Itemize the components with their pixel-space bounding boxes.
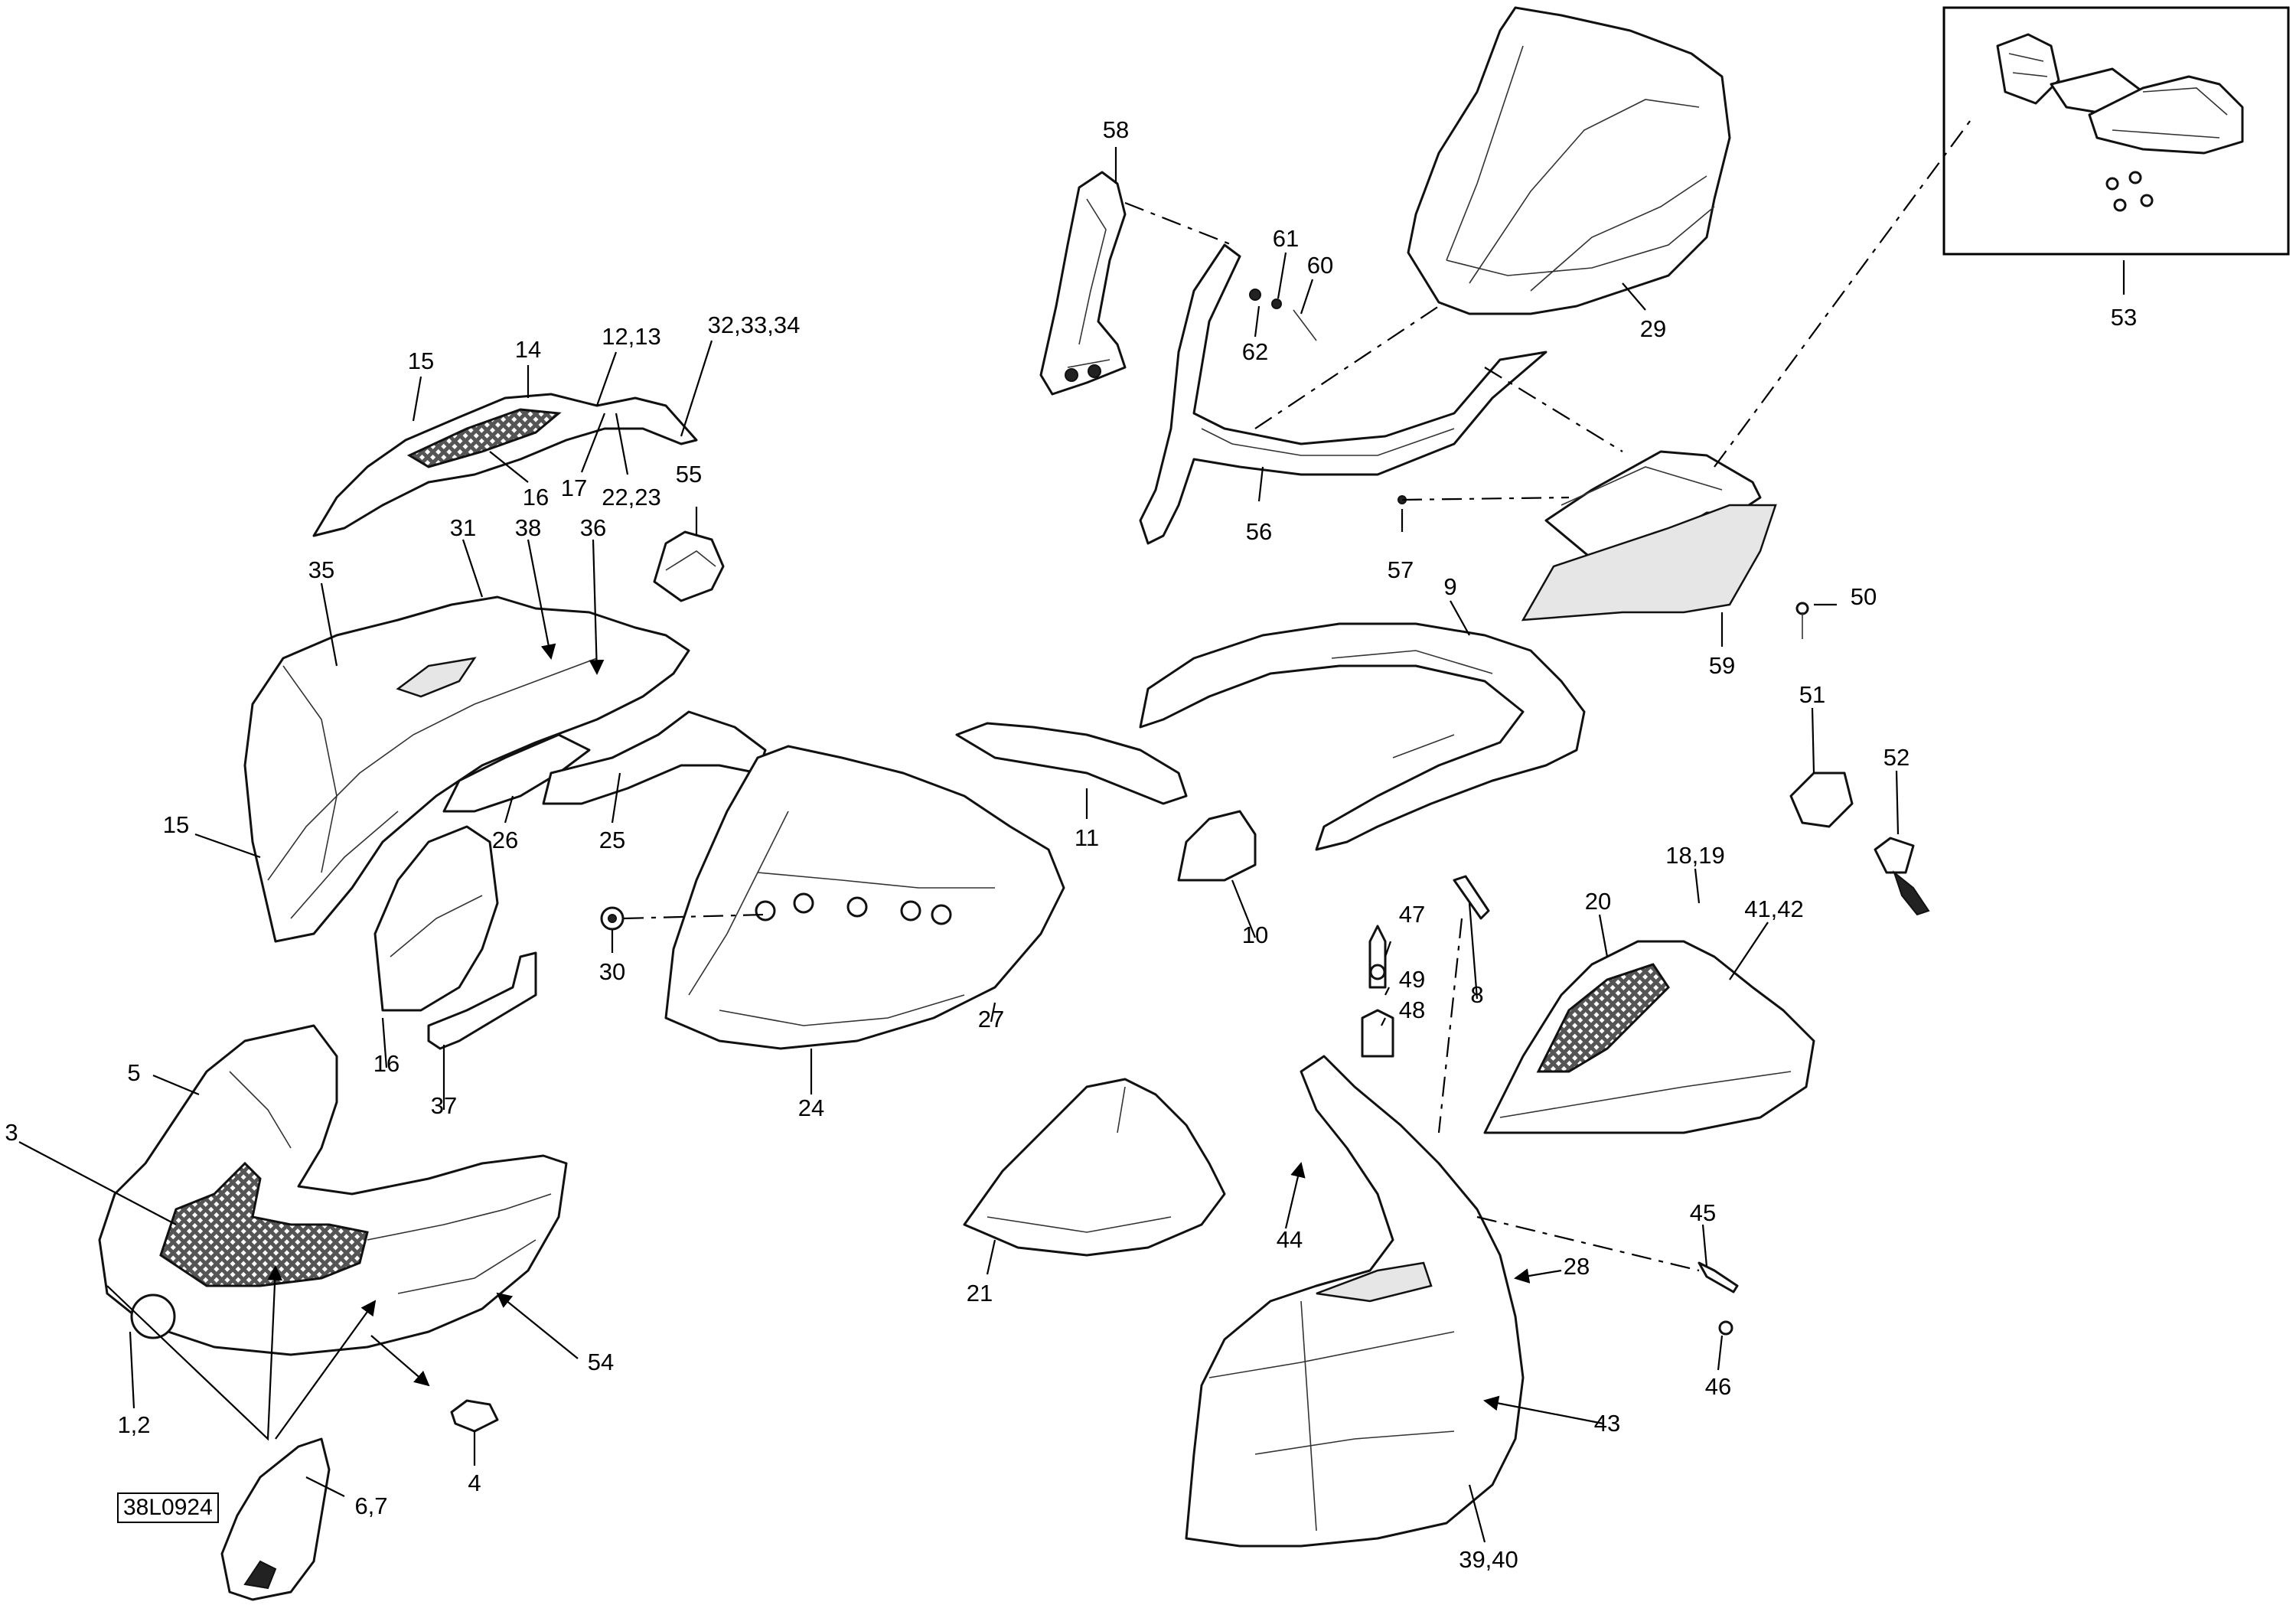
center-console (664, 745, 1065, 1050)
reference-code-label: 38L0924 (117, 1492, 219, 1523)
windshield-support (1139, 243, 1548, 545)
bracket-left (1039, 171, 1127, 396)
callout-10: 10 (1242, 922, 1268, 948)
leader-lines (18, 114, 2125, 1543)
callout-38: 38 (515, 514, 541, 541)
upper-vent-panel (312, 393, 698, 537)
callout-46: 46 (1705, 1373, 1731, 1400)
callout-56: 56 (1246, 518, 1272, 545)
callout-59: 59 (1709, 652, 1735, 679)
inner-panel-left (373, 825, 537, 1050)
callout-16-top: 16 (523, 484, 549, 511)
callout-4: 4 (468, 1470, 481, 1496)
side-panel-left (243, 595, 690, 943)
callout-26: 26 (492, 827, 518, 853)
callout-8: 8 (1470, 981, 1483, 1008)
callout-45: 45 (1690, 1199, 1716, 1226)
callout-43: 43 (1594, 1410, 1620, 1437)
inset-detail-box (1942, 6, 2290, 256)
callout-12-13: 12,13 (602, 323, 661, 350)
side-panel-21 (963, 1078, 1226, 1257)
callout-22-23: 22,23 (602, 484, 661, 511)
clip-part-4 (450, 1399, 499, 1433)
callout-52: 52 (1883, 744, 1910, 771)
callout-labels: 58 61 60 62 29 53 15 14 12,13 32,33,34 1… (5, 116, 2137, 1573)
lower-trim-6-7 (220, 1437, 331, 1601)
front-hood (98, 1024, 568, 1356)
callout-48: 48 (1399, 997, 1425, 1023)
callout-44: 44 (1277, 1226, 1303, 1253)
callout-3: 3 (5, 1119, 18, 1146)
trim-piece-11 (955, 722, 1188, 805)
callout-54: 54 (588, 1349, 614, 1375)
callout-61: 61 (1273, 225, 1299, 252)
callout-41-42: 41,42 (1744, 895, 1804, 922)
callout-18-19: 18,19 (1665, 842, 1725, 869)
callout-20: 20 (1585, 888, 1611, 915)
callout-5: 5 (127, 1059, 140, 1086)
callout-57: 57 (1388, 556, 1414, 583)
callout-49: 49 (1399, 966, 1425, 993)
callout-11: 11 (1075, 824, 1099, 851)
callout-21: 21 (967, 1280, 993, 1306)
callout-36: 36 (580, 514, 606, 541)
small-vent (653, 530, 725, 602)
trim-piece-10 (1177, 810, 1257, 882)
callout-47: 47 (1399, 901, 1425, 928)
callout-50: 50 (1851, 583, 1877, 610)
callout-27: 27 (978, 1006, 1004, 1032)
callout-39-40: 39,40 (1459, 1546, 1518, 1573)
callout-9: 9 (1443, 573, 1456, 600)
callout-51: 51 (1799, 681, 1825, 708)
callout-60: 60 (1307, 252, 1333, 279)
callout-29: 29 (1640, 315, 1666, 342)
rear-cowl (1139, 622, 1586, 851)
callout-15-top: 15 (408, 347, 434, 374)
callout-35: 35 (308, 556, 334, 583)
dash-panel-right (1521, 450, 1777, 621)
callout-6-7: 6,7 (354, 1492, 387, 1519)
callout-16-lower: 16 (373, 1050, 400, 1077)
callout-58: 58 (1103, 116, 1129, 143)
side-vent-right (1483, 940, 1815, 1134)
callout-25: 25 (599, 827, 625, 853)
trim-strips (442, 710, 767, 813)
callout-28: 28 (1564, 1253, 1590, 1280)
callout-1-2: 1,2 (117, 1411, 150, 1438)
callout-24: 24 (798, 1094, 824, 1121)
windshield (1407, 6, 1731, 315)
callout-32-33-34: 32,33,34 (708, 312, 801, 338)
side-fairing-right (1185, 1055, 1525, 1548)
callout-15-left: 15 (163, 811, 189, 838)
callout-17: 17 (561, 475, 587, 501)
hardware-parts (600, 289, 1930, 1336)
callout-14: 14 (515, 336, 541, 363)
callout-37: 37 (431, 1092, 457, 1119)
callout-55: 55 (676, 461, 702, 488)
callout-62: 62 (1242, 338, 1268, 365)
callout-53: 53 (2111, 304, 2137, 331)
callout-30: 30 (599, 958, 625, 985)
callout-31: 31 (450, 514, 476, 541)
